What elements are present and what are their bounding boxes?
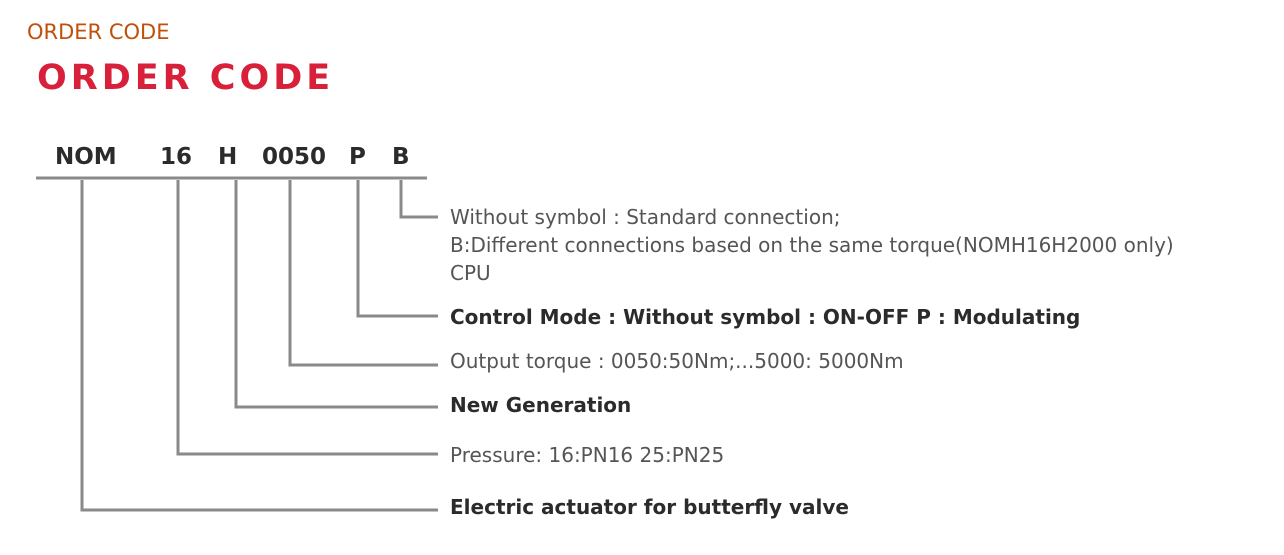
desc-pressure: Pressure: 16:PN16 25:PN25: [450, 443, 725, 467]
code-segment-b: B: [392, 144, 410, 170]
connector-pressure: [176, 180, 438, 456]
section-heading: ORDER CODE: [37, 58, 335, 98]
code-segment-0050: 0050: [262, 144, 327, 170]
desc-control-mode: Control Mode : Without symbol : ON-OFF P…: [450, 305, 1081, 329]
connector-torque: [288, 180, 438, 367]
code-segment-16: 16: [160, 144, 193, 170]
code-segment-nom: NOM: [55, 144, 117, 170]
desc-b-line1: Without symbol : Standard connection;: [450, 205, 841, 229]
desc-b-line2: B:Different connections based on the sam…: [450, 233, 1174, 257]
desc-generation: New Generation: [450, 393, 632, 417]
code-segment-h: H: [218, 144, 238, 170]
connector-nom: [80, 180, 438, 512]
connector-p: [356, 180, 438, 318]
desc-actuator: Electric actuator for butterfly valve: [450, 495, 849, 519]
connector-b: [399, 180, 438, 219]
connector-h: [234, 180, 438, 409]
code-segment-p: P: [349, 144, 366, 170]
desc-output-torque: Output torque : 0050:50Nm;...5000: 5000N…: [450, 349, 904, 373]
page-label: ORDER CODE: [27, 20, 170, 44]
desc-b-line3: CPU: [450, 261, 491, 285]
